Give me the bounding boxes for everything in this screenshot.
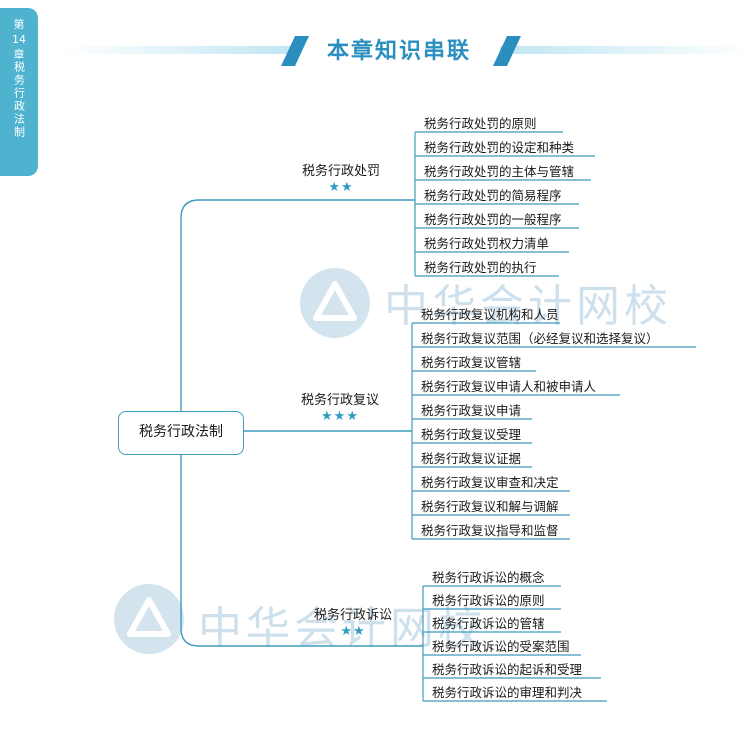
chapter-suffix: 章 <box>13 48 25 61</box>
category-litigation: 税务行政诉讼 ★★ <box>300 604 406 639</box>
leaf-item: 税务行政诉讼的管辖 <box>432 616 545 631</box>
leaf-item: 税务行政诉讼的审理和判决 <box>432 685 583 700</box>
leaf-item: 税务行政处罚的原则 <box>424 116 537 131</box>
difficulty-stars: ★★ <box>340 624 366 639</box>
leaf-item: 税务行政复议证据 <box>421 451 522 466</box>
leaf-item: 税务行政处罚权力清单 <box>424 236 550 251</box>
watermark-logo-icon <box>114 584 184 654</box>
leaf-item: 税务行政诉讼的受案范围 <box>432 639 570 654</box>
category-review: 税务行政复议 ★★★ <box>287 389 393 424</box>
chapter-title: 税务行政法制 <box>12 61 26 139</box>
leaf-item: 税务行政处罚的简易程序 <box>424 188 562 203</box>
root-node: 税务行政法制 <box>118 411 244 455</box>
category-penalty: 税务行政处罚 ★★ <box>288 160 394 195</box>
leaf-item: 税务行政诉讼的概念 <box>432 570 545 585</box>
leaf-item: 税务行政诉讼的原则 <box>432 593 545 608</box>
header-rule-left <box>62 46 297 54</box>
page-title: 本章知识串联 <box>326 39 471 64</box>
chapter-prefix: 第 <box>13 18 25 31</box>
leaf-item: 税务行政处罚的设定和种类 <box>424 140 575 155</box>
difficulty-stars: ★★★ <box>321 409 359 424</box>
leaf-item: 税务行政处罚的执行 <box>424 260 537 275</box>
leaf-item: 税务行政复议机构和人员 <box>421 307 559 322</box>
leaf-item: 税务行政复议审查和决定 <box>421 475 559 490</box>
leaf-item: 税务行政复议受理 <box>421 427 522 442</box>
category-label: 税务行政复议 <box>300 393 379 408</box>
chapter-side-tab: 第 14 章 税务行政法制 <box>0 8 38 176</box>
leaf-item: 税务行政复议申请人和被申请人 <box>421 379 597 394</box>
leaf-item: 税务行政复议申请 <box>421 403 522 418</box>
leaf-item: 税务行政诉讼的起诉和受理 <box>432 662 583 677</box>
leaf-item: 税务行政复议管辖 <box>421 355 522 370</box>
leaf-item: 税务行政处罚的一般程序 <box>424 212 562 227</box>
leaf-item: 税务行政复议指导和监督 <box>421 523 559 538</box>
chapter-number: 14 <box>12 33 26 46</box>
leaf-item: 税务行政处罚的主体与管辖 <box>424 164 575 179</box>
header-rule-right <box>500 46 750 54</box>
difficulty-stars: ★★ <box>328 180 354 195</box>
category-label: 税务行政诉讼 <box>313 608 392 623</box>
watermark-logo-icon <box>300 268 370 338</box>
category-label: 税务行政处罚 <box>301 164 380 179</box>
leaf-item: 税务行政复议和解与调解 <box>421 499 559 514</box>
leaf-item: 税务行政复议范围（必经复议和选择复议） <box>421 331 659 346</box>
